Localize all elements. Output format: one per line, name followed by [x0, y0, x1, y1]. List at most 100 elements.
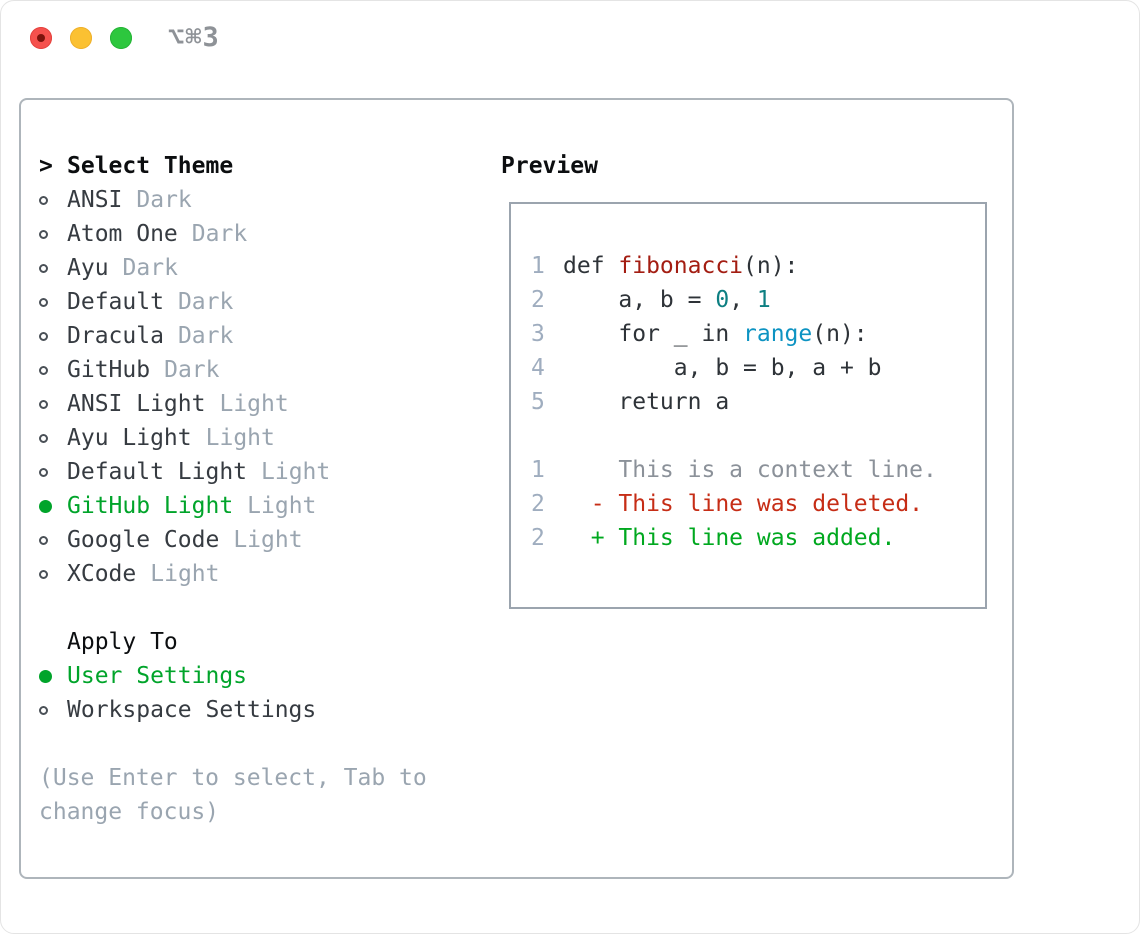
code-text: + This line was added.	[563, 521, 896, 555]
line-number: 5	[531, 389, 545, 415]
radio-selected-icon	[39, 669, 67, 683]
theme-option-ayu-light[interactable]: Ayu Light Light	[39, 421, 489, 455]
radio-icon	[39, 229, 67, 239]
apply-option-workspace-settings[interactable]: Workspace Settings	[39, 693, 489, 727]
apply-to-title: Apply To	[67, 629, 178, 655]
theme-variant-label: Light	[205, 425, 275, 451]
traffic-light-close-icon[interactable]	[30, 27, 52, 49]
code-text: This is a context line.	[563, 453, 937, 487]
prompt-caret-icon: >	[39, 153, 53, 179]
radio-icon	[39, 331, 67, 341]
option-label: Default Light	[67, 459, 248, 485]
code-line: 5 return a	[531, 385, 985, 419]
option-label: GitHub Light	[67, 493, 234, 519]
line-number: 3	[531, 321, 545, 347]
theme-option-github[interactable]: GitHub Dark	[39, 353, 489, 387]
option-label: ANSI Light	[67, 391, 206, 417]
theme-variant-label: Dark	[191, 221, 248, 247]
option-label: Ayu Light	[67, 425, 192, 451]
option-label: GitHub	[67, 357, 151, 383]
code-segment-plain: a, b = b, a + b	[563, 355, 882, 381]
option-label: Default	[67, 289, 164, 315]
traffic-lights	[30, 27, 132, 49]
option-label: Workspace Settings	[67, 697, 317, 723]
radio-icon	[39, 297, 67, 307]
theme-option-ansi-light[interactable]: ANSI Light Light	[39, 387, 489, 421]
spacer	[39, 727, 489, 761]
code-text: a, b = 0, 1	[563, 283, 771, 317]
code-segment-plain: return a	[563, 389, 730, 415]
code-segment-plain: a, b =	[563, 287, 716, 313]
theme-variant-label: Dark	[122, 255, 178, 281]
preview-title: Preview	[501, 153, 598, 179]
apply-to-header: Apply To	[39, 625, 489, 659]
code-line: 2 a, b = 0, 1	[531, 283, 985, 317]
theme-variant-label: Light	[247, 493, 317, 519]
code-segment-plain: ,	[729, 287, 757, 313]
option-label: Google Code	[67, 527, 220, 553]
theme-variant-label: Dark	[177, 289, 234, 315]
theme-option-github-light[interactable]: GitHub Light Light	[39, 489, 489, 523]
radio-icon	[39, 705, 67, 715]
code-segment-number: 0	[715, 287, 730, 313]
radio-icon	[39, 467, 67, 477]
code-line: 4 a, b = b, a + b	[531, 351, 985, 385]
code-segment-added: + This line was added.	[563, 525, 896, 551]
code-segment-plain: (n):	[812, 321, 868, 347]
code-text: for _ in range(n):	[563, 317, 868, 351]
line-number: 1	[531, 253, 545, 279]
theme-option-default[interactable]: Default Dark	[39, 285, 489, 319]
code-line-blank	[531, 419, 985, 453]
option-label: Dracula	[67, 323, 164, 349]
option-label: User Settings	[67, 663, 248, 689]
theme-variant-label: Dark	[136, 187, 192, 213]
code-text: a, b = b, a + b	[563, 351, 882, 385]
code-line: 1 def fibonacci(n):	[531, 249, 985, 283]
radio-icon	[39, 399, 67, 409]
code-segment-number: 1	[756, 287, 771, 313]
radio-icon	[39, 195, 67, 205]
theme-variant-label: Light	[150, 561, 220, 587]
line-number: 2	[531, 287, 545, 313]
code-segment-plain: for _ in	[563, 321, 744, 347]
radio-icon	[39, 535, 67, 545]
line-number: 4	[531, 355, 545, 381]
select-theme-header: > Select Theme	[39, 149, 489, 183]
keyboard-hint-text: (Use Enter to select, Tab to change focu…	[39, 765, 427, 825]
code-segment-builtin: range	[743, 321, 813, 347]
apply-option-user-settings[interactable]: User Settings	[39, 659, 489, 693]
code-segment-plain: (n):	[743, 253, 799, 279]
code-text: - This line was deleted.	[563, 487, 923, 521]
code-line: 3 for _ in range(n):	[531, 317, 985, 351]
line-number: 2	[531, 491, 545, 517]
theme-option-default-light[interactable]: Default Light Light	[39, 455, 489, 489]
traffic-light-minimize-icon[interactable]	[70, 27, 92, 49]
radio-icon	[39, 569, 67, 579]
theme-variant-label: Light	[261, 459, 331, 485]
code-segment-deleted: - This line was deleted.	[563, 491, 924, 517]
code-line: 1 This is a context line.	[531, 453, 985, 487]
radio-selected-icon	[39, 499, 67, 513]
line-number: 1	[531, 457, 545, 483]
traffic-light-zoom-icon[interactable]	[110, 27, 132, 49]
radio-icon	[39, 433, 67, 443]
spacer	[39, 591, 489, 625]
radio-icon	[39, 263, 67, 273]
select-theme-title: Select Theme	[67, 153, 234, 179]
radio-icon	[39, 365, 67, 375]
theme-variant-label: Light	[219, 391, 289, 417]
code-text: def fibonacci(n):	[563, 249, 798, 283]
theme-variant-label: Dark	[164, 357, 220, 383]
